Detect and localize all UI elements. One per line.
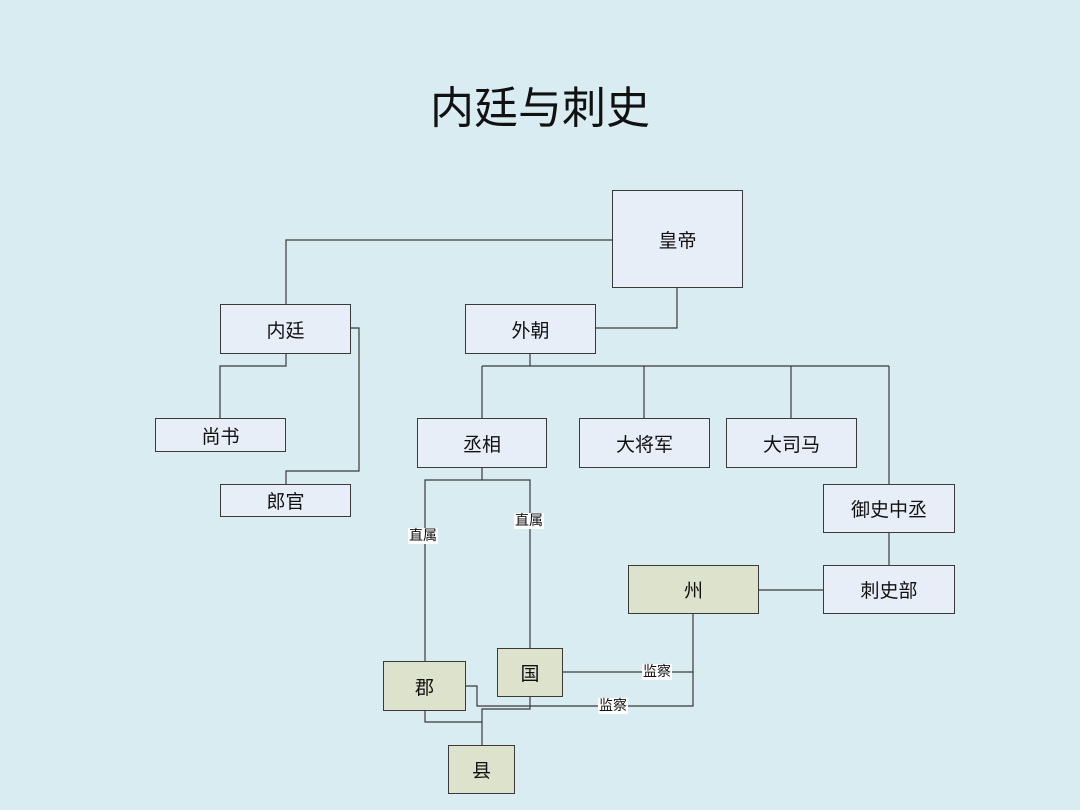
- node-guo: 国: [497, 648, 563, 697]
- line-emperor-outer: [596, 288, 678, 329]
- node-emperor: 皇帝: [612, 190, 743, 288]
- label-direct-left: 直属: [408, 528, 438, 544]
- node-jun: 郡: [383, 661, 466, 711]
- line-chancellor-jun: [424, 479, 482, 661]
- label-supervise-lower: 监察: [598, 698, 628, 714]
- node-langguan: 郎官: [220, 484, 351, 517]
- line-inner-shangshu: [219, 354, 287, 418]
- label-direct-right: 直属: [514, 513, 544, 529]
- node-xian: 县: [448, 745, 515, 794]
- line-chancellor-guo: [482, 479, 531, 648]
- node-shangshu: 尚书: [155, 418, 286, 452]
- node-grand-marshal: 大司马: [726, 418, 857, 468]
- node-zhou: 州: [628, 565, 759, 614]
- node-grand-general: 大将军: [579, 418, 710, 468]
- line-inner-langguan: [285, 327, 360, 484]
- node-inner-court: 内廷: [220, 304, 351, 354]
- node-chancellor: 丞相: [417, 418, 547, 468]
- node-cishi-bu: 刺史部: [823, 565, 955, 614]
- line-emperor-inner: [285, 239, 612, 304]
- line-zhou-jun: [466, 672, 694, 707]
- node-censor-deputy: 御史中丞: [823, 484, 955, 533]
- node-outer-court: 外朝: [465, 304, 596, 354]
- page-title: 内廷与刺史: [430, 83, 650, 134]
- line-zhou-guo: [563, 614, 694, 673]
- label-supervise-upper: 监察: [642, 664, 672, 680]
- line-jun-xian: [424, 711, 483, 745]
- line-guo-xian: [481, 697, 531, 722]
